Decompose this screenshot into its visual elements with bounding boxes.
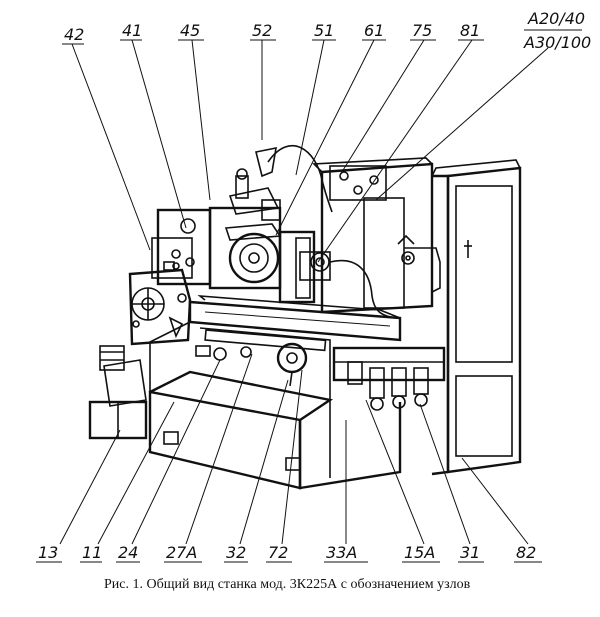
callout-31: 31 (460, 543, 480, 562)
callout-41: 41 (122, 21, 142, 40)
callout-82: 82 (516, 543, 536, 562)
callout-24: 24 (118, 543, 138, 562)
top-callouts: 42 41 45 52 51 61 75 81 A20/40 A30/100 (62, 9, 591, 52)
callout-15a: 15A (404, 543, 435, 562)
callout-33a: 33A (326, 543, 357, 562)
callout-51: 51 (314, 21, 334, 40)
callout-45: 45 (180, 21, 200, 40)
figure-caption: Рис. 1. Общий вид станка мод. 3К225А с о… (104, 577, 471, 592)
callout-42: 42 (64, 25, 84, 44)
callout-81: 81 (460, 21, 480, 40)
callout-a30-100: A30/100 (523, 33, 591, 52)
callout-75: 75 (412, 21, 432, 40)
callout-13: 13 (38, 543, 58, 562)
callout-27a: 27A (166, 543, 197, 562)
callout-11: 11 (82, 543, 102, 562)
bottom-callouts: 13 11 24 27A 32 72 33A 15A 31 82 (36, 543, 542, 563)
callout-32: 32 (226, 543, 246, 562)
callout-61: 61 (364, 21, 384, 40)
callout-72: 72 (268, 543, 288, 562)
bottom-leaders (59, 353, 529, 545)
callout-52: 52 (252, 21, 272, 40)
top-leaders (71, 39, 549, 263)
machine (88, 144, 522, 490)
callout-a20-40: A20/40 (527, 9, 585, 28)
